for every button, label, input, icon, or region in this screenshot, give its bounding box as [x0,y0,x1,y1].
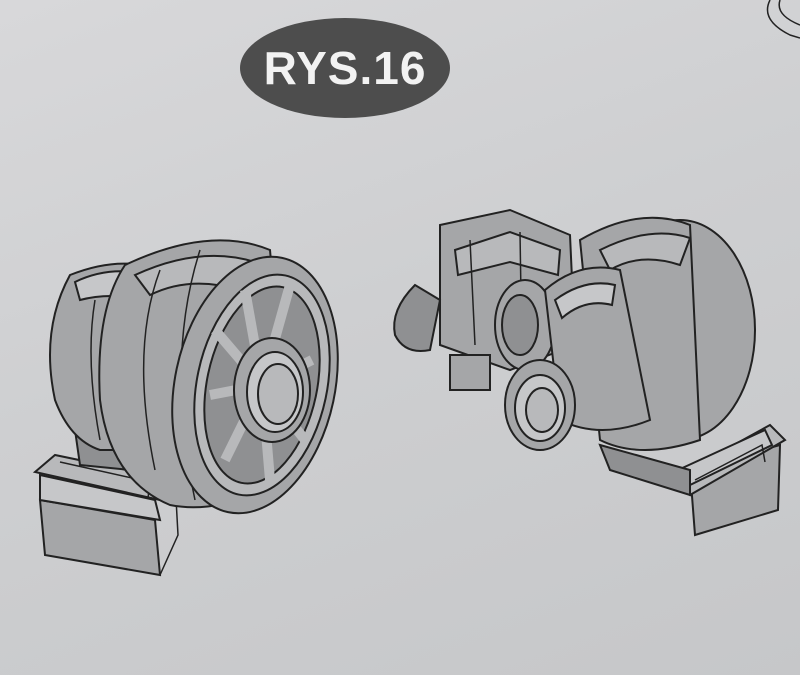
figure-label: RYS.16 [263,42,427,94]
right-cone-body [543,216,756,451]
right-connector [494,279,556,371]
left-drum-part [32,239,339,577]
right-mount-bracket [598,423,787,537]
right-cone-part [393,208,787,537]
corner-fragment [766,0,800,39]
right-nozzle [504,359,576,451]
figure-badge: RYS.16 [240,18,450,118]
left-spoked-wheel [171,255,339,515]
